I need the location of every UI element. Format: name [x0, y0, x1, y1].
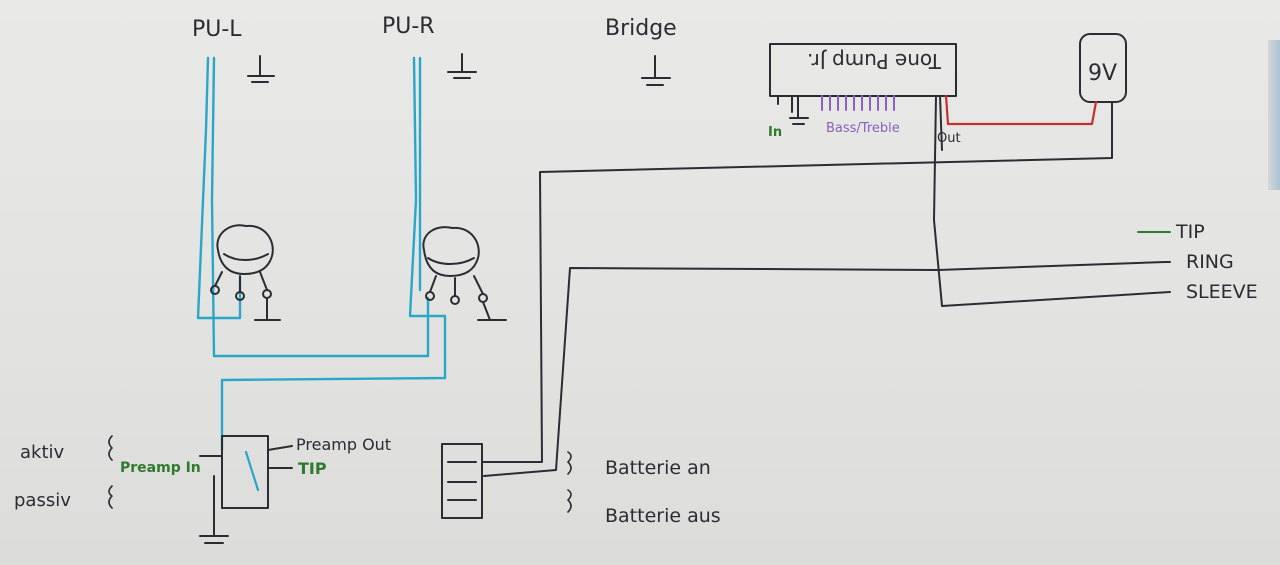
battery-positive-wire [944, 94, 1098, 126]
preamp-in-label: In [768, 125, 782, 140]
jack-sleeve-label: SLEEVE [1186, 281, 1258, 303]
battery-label: 9V [1088, 61, 1117, 86]
batterie-braces [567, 451, 572, 513]
jack-tip-label: TIP [1175, 221, 1205, 243]
pickup-wires [196, 56, 447, 452]
preamp-in-switch-label: Preamp In [120, 460, 201, 476]
aktiv-label: aktiv [20, 442, 65, 463]
aktiv-passiv-braces [108, 435, 113, 509]
pu-r-label: PU-R [382, 14, 435, 39]
battery-switch [441, 443, 483, 519]
preamp-label: Tone Pump Jr. [807, 49, 942, 73]
preamp-out-switch-label: Preamp Out [296, 435, 391, 454]
battery-9v [1079, 33, 1127, 103]
batterie-aus-label: Batterie aus [605, 505, 721, 527]
pu-l-label: PU-L [192, 17, 242, 42]
batterie-an-label: Batterie an [605, 457, 711, 479]
switch-tip-label: TIP [298, 459, 327, 478]
jack-ring-label: RING [1186, 251, 1234, 273]
volume-pot-left [210, 224, 281, 321]
paper-edge [1268, 40, 1280, 190]
volume-pot-right [422, 226, 507, 321]
bass-treble-label: Bass/Treble [826, 121, 900, 136]
ground-and-signal-wires [481, 95, 1171, 477]
ground-symbol-bridge [641, 55, 671, 86]
ground-symbol-pu-r [447, 53, 477, 79]
switch-jumper [244, 450, 260, 492]
aktiv-passiv-switch [199, 435, 293, 544]
ground-symbol-pu-l [247, 55, 275, 83]
preamp-out-label: Out [937, 131, 961, 146]
bridge-label: Bridge [605, 16, 677, 41]
passiv-label: passiv [14, 490, 71, 511]
bass-treble-leads [821, 95, 895, 111]
